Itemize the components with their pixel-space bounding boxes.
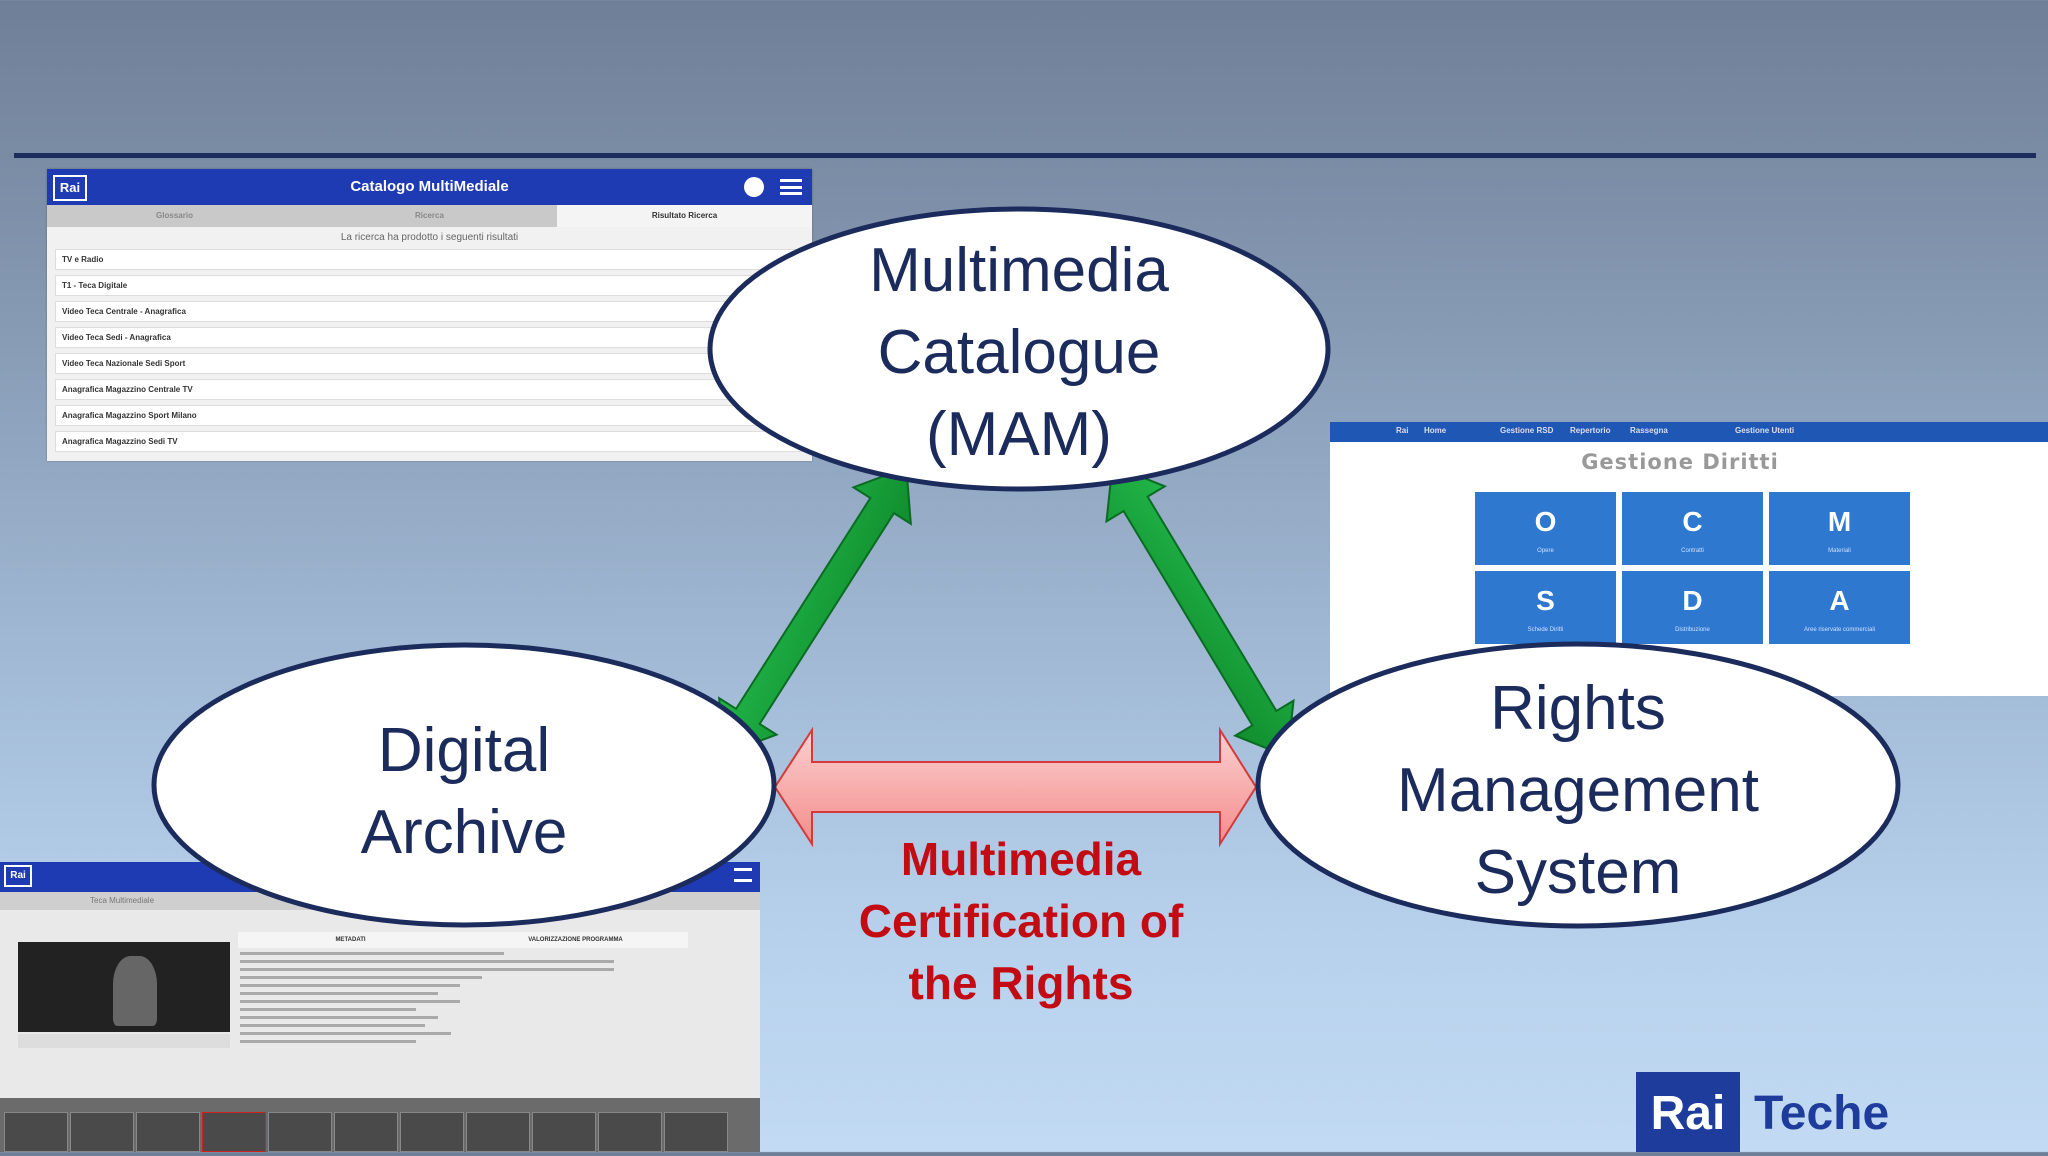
label-digital-archive: Digital Archive	[360, 716, 568, 867]
ellipse-rights-management	[1255, 641, 1901, 929]
gestione-title: Gestione Diritti	[1581, 450, 1779, 474]
metadata-panel	[240, 952, 680, 1092]
tile-distribuzione: D Distribuzione	[1622, 571, 1763, 644]
rai-logo: Rai	[53, 175, 87, 201]
catalogo-tabs: Glossario Ricerca Risultato Ricerca	[47, 205, 812, 227]
tile-caption: Opere	[1537, 548, 1554, 554]
archive-tabs: METADATI VALORIZZAZIONE PROGRAMMA	[238, 932, 688, 948]
rai-teche-logo-box: Rai	[1636, 1072, 1740, 1152]
video-controls	[18, 1034, 230, 1048]
tile-materiali: M Materiali	[1769, 492, 1910, 565]
tile-letter: A	[1829, 585, 1850, 616]
green-double-arrow-right	[1105, 463, 1295, 759]
hamburger-menu-icon	[780, 179, 802, 195]
gestione-nav: Rai Home Gestione RSD Repertorio Rassegn…	[1330, 422, 2048, 442]
hamburger-menu-icon	[734, 868, 752, 882]
video-player	[18, 942, 230, 1032]
tab-glossario: Glossario	[47, 205, 302, 227]
ellipse-digital-archive	[151, 642, 777, 928]
tab-metadati: METADATI	[238, 932, 463, 948]
tile-letter: O	[1534, 506, 1557, 537]
tile-schede: S Schede Diritti	[1475, 571, 1616, 644]
nav-gestione: Gestione RSD	[1500, 426, 1554, 435]
catalogo-title: Catalogo MultiMediale	[350, 178, 509, 195]
nav-utenti: Gestione Utenti	[1735, 426, 1795, 435]
tile-caption: Schede Diritti	[1527, 627, 1564, 633]
ellipse-mam	[707, 206, 1331, 492]
catalogo-multimediale-screenshot: Rai Catalogo MultiMediale Glossario Rice…	[47, 169, 812, 461]
label-rights-management-system: Rights Management System	[1397, 674, 1759, 907]
tile-contratti: C Contratti	[1622, 492, 1763, 565]
tile-letter: M	[1827, 506, 1852, 537]
tile-aree: A Aree riservate commerciali	[1769, 571, 1910, 644]
results-found-text: La ricerca ha prodotto i seguenti risult…	[340, 232, 519, 243]
nav-rassegna: Rassegna	[1630, 426, 1668, 435]
tab-valorizzazione: VALORIZZAZIONE PROGRAMMA	[463, 932, 688, 948]
gestione-tiles: O Opere C Contratti M Materiali S Schede Dir…	[1475, 492, 1910, 644]
gestione-diritti-screenshot: Rai Home Gestione RSD Repertorio Rassegn…	[1330, 422, 2048, 696]
tile-letter: C	[1682, 506, 1703, 537]
label-certification: Multimedia Certification of the Rights	[858, 833, 1184, 1009]
tile-caption: Distribuzione	[1675, 627, 1710, 633]
video-frame-figure	[113, 956, 157, 1026]
tile-caption: Aree riservate commerciali	[1803, 627, 1876, 633]
tile-caption: Materiali	[1828, 548, 1851, 554]
nav-rai: Rai	[1396, 426, 1409, 435]
list-item: TV e Radio	[55, 249, 804, 270]
user-icon	[744, 177, 764, 197]
nav-repertorio: Repertorio	[1570, 426, 1611, 435]
title-divider	[14, 153, 2036, 158]
tile-letter: S	[1536, 585, 1555, 616]
nav-home: Home	[1424, 426, 1447, 435]
rai-teche-logo-text: Teche	[1754, 1087, 1890, 1140]
list-item: T1 - Teca Digitale	[55, 275, 804, 296]
tile-letter: D	[1682, 585, 1703, 616]
tab-ricerca: Ricerca	[302, 205, 557, 227]
tab-risultato-ricerca: Risultato Ricerca	[557, 205, 812, 227]
label-multimedia-catalogue: Multimedia Catalogue (MAM)	[869, 236, 1169, 469]
rai-logo: Rai	[4, 865, 32, 887]
catalogo-header: Rai Catalogo MultiMediale	[47, 169, 812, 205]
tile-opere: O Opere	[1475, 492, 1616, 565]
tile-caption: Contratti	[1681, 548, 1704, 554]
red-double-arrow	[773, 726, 1258, 848]
